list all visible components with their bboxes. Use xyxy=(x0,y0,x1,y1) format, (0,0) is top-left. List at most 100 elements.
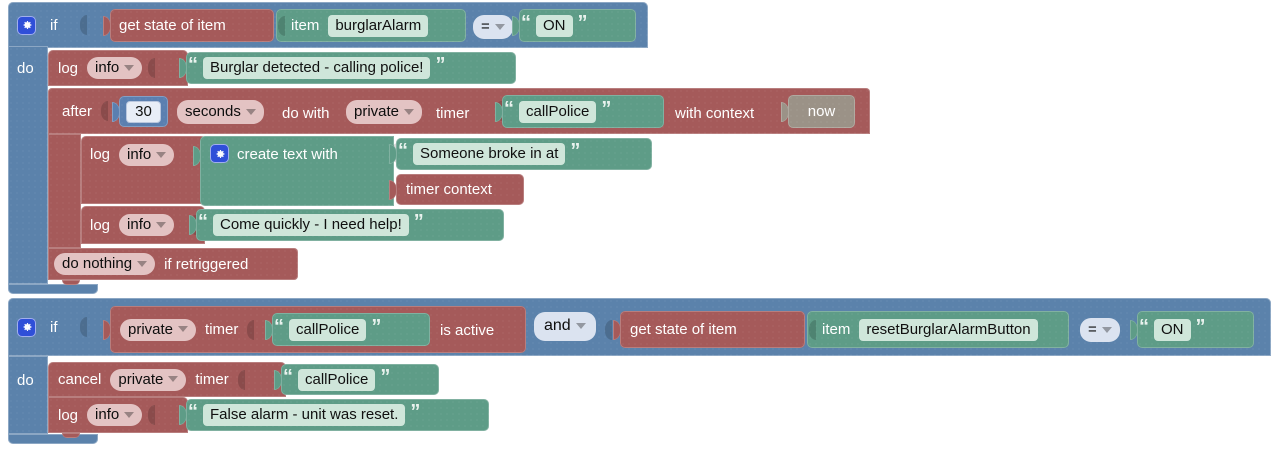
rule2-item-block[interactable]: item resetBurglarAlarmButton xyxy=(807,311,1069,348)
operator-value: = xyxy=(481,18,490,35)
operator-value: = xyxy=(1088,321,1097,338)
if-retriggered-label: if retriggered xyxy=(164,255,249,273)
item-name-field[interactable]: resetBurglarAlarmButton xyxy=(859,318,1038,341)
rule1-after-scope-dropdown[interactable]: private xyxy=(346,100,423,124)
rule1-get-state-block[interactable]: get state of item xyxy=(103,9,274,42)
rule2-bottom-tongue xyxy=(8,434,98,444)
log-level-dropdown[interactable]: info xyxy=(87,404,143,426)
puzzle-tab xyxy=(274,369,282,390)
rule2-log-string-block[interactable]: “ False alarm - unit was reset. ” xyxy=(179,399,489,431)
rule1-item-block[interactable]: item burglarAlarm xyxy=(276,9,466,42)
rule2-logic-operator-dropdown[interactable]: and xyxy=(534,312,596,341)
chevron-down-icon xyxy=(137,260,148,267)
gear-icon[interactable] xyxy=(17,317,36,337)
rule1-compare-string-block[interactable]: “ ON ” xyxy=(512,9,636,42)
compare-value-field[interactable]: ON xyxy=(536,14,573,37)
rule2-log-block[interactable]: log info xyxy=(48,397,188,433)
rule1-log1-string-block[interactable]: “ Burglar detected - calling police! ” xyxy=(179,52,516,84)
create-text-with-label: create text with xyxy=(237,146,338,163)
rule2-log-bottom-stud xyxy=(62,433,80,438)
rule1-log2-block[interactable]: log info xyxy=(81,136,206,204)
puzzle-tab xyxy=(179,58,187,78)
rule2-timer-name-block[interactable]: “ callPolice ” xyxy=(265,313,430,346)
chevron-down-icon xyxy=(124,64,135,71)
rule1-retrigger-footer[interactable]: do nothing if retriggered xyxy=(48,248,298,280)
retrigger-action-dropdown[interactable]: do nothing xyxy=(54,253,156,275)
timer-context-label: timer context xyxy=(406,181,492,198)
rule1-after-unit-dropdown[interactable]: seconds xyxy=(177,100,264,124)
cancel-label: cancel xyxy=(58,371,102,388)
timer-label: timer xyxy=(195,371,229,388)
close-quote-icon: ” xyxy=(413,211,424,233)
after-timer-name-field[interactable]: callPolice xyxy=(519,100,597,123)
rule1-log3-string-block[interactable]: “ Come quickly - I need help! ” xyxy=(189,209,504,241)
puzzle-tab xyxy=(512,15,520,36)
compare-value-field[interactable]: ON xyxy=(1154,318,1191,341)
log-message-field[interactable]: False alarm - unit was reset. xyxy=(203,404,406,426)
rule1-after-amount-block[interactable]: 30 xyxy=(112,96,168,127)
rule1-operator-dropdown[interactable]: = xyxy=(473,15,513,39)
rule1-do-arm xyxy=(8,46,48,284)
rule2-operator-dropdown[interactable]: = xyxy=(1080,318,1120,342)
rule2-cancel-block[interactable]: cancel private timer xyxy=(48,362,286,397)
close-quote-icon: ” xyxy=(1195,315,1206,338)
gear-icon[interactable] xyxy=(210,144,229,163)
rule2-cancel-timer-name-block[interactable]: “ callPolice ” xyxy=(274,364,439,395)
gear-icon[interactable] xyxy=(17,15,36,35)
timer-name-field[interactable]: callPolice xyxy=(298,368,376,391)
log-level-dropdown[interactable]: info xyxy=(119,214,175,236)
open-quote-icon: “ xyxy=(188,401,198,423)
rule1-log3-block[interactable]: log info xyxy=(81,206,205,244)
rule2-condition-socket xyxy=(79,317,87,337)
puzzle-tab xyxy=(495,101,503,122)
rule1-log1-block[interactable]: log info xyxy=(48,50,188,86)
cancel-scope-value: private xyxy=(118,370,164,388)
log-message-socket xyxy=(148,58,156,78)
log-message-field[interactable]: Burglar detected - calling police! xyxy=(203,57,431,79)
close-quote-icon: ” xyxy=(371,315,382,338)
cancel-scope-dropdown[interactable]: private xyxy=(110,368,187,391)
timer-name-socket xyxy=(247,319,255,340)
rule1-context-block[interactable]: now xyxy=(781,95,855,128)
log-message-field[interactable]: Come quickly - I need help! xyxy=(213,214,409,236)
rule1-after-timer-name-block[interactable]: “ callPolice ” xyxy=(495,95,664,128)
rule1-do-label: do xyxy=(17,60,34,77)
rule1-bottom-tongue xyxy=(8,284,98,294)
rule2-get-state-block[interactable]: get state of item xyxy=(613,311,805,348)
is-active-label: is active xyxy=(440,322,495,339)
item-socket xyxy=(278,15,285,36)
logic-operator-value: and xyxy=(544,317,571,334)
close-quote-icon: ” xyxy=(435,54,446,76)
rule1-create-text-part2-block[interactable]: timer context xyxy=(389,174,524,205)
puzzle-tab xyxy=(193,146,201,166)
timer-scope-value: private xyxy=(128,320,174,338)
puzzle-tab xyxy=(1130,319,1138,340)
log-label: log xyxy=(58,59,79,77)
rule2-condition-b-socket xyxy=(605,320,612,340)
after-amount-field[interactable]: 30 xyxy=(126,100,161,123)
log-level-dropdown[interactable]: info xyxy=(119,144,175,166)
puzzle-tab xyxy=(265,319,273,340)
rule2-timer-scope-dropdown[interactable]: private xyxy=(120,318,197,341)
create-text-part1-field[interactable]: Someone broke in at xyxy=(413,143,566,165)
chevron-down-icon xyxy=(575,323,586,329)
after-scope-value: private xyxy=(354,103,400,120)
context-value-label: now xyxy=(807,103,836,120)
open-quote-icon: “ xyxy=(521,11,531,34)
open-quote-icon: “ xyxy=(1139,315,1149,338)
rule2-compare-string-block[interactable]: “ ON ” xyxy=(1130,311,1254,348)
chevron-down-icon xyxy=(156,151,167,158)
after-label: after xyxy=(62,102,93,120)
rule1-create-text-part1-block[interactable]: “ Someone broke in at ” xyxy=(389,138,652,170)
log-level-dropdown[interactable]: info xyxy=(87,57,143,79)
timer-name-field[interactable]: callPolice xyxy=(289,318,367,341)
after-amount-socket xyxy=(101,101,109,121)
rule1-create-text-block[interactable]: create text with xyxy=(193,136,394,206)
open-quote-icon: “ xyxy=(274,315,284,338)
puzzle-tab xyxy=(112,101,120,122)
after-unit-value: seconds xyxy=(185,103,241,120)
with-context-label: with context xyxy=(675,105,755,122)
item-name-field[interactable]: burglarAlarm xyxy=(328,14,429,37)
log-message-socket xyxy=(148,405,156,425)
